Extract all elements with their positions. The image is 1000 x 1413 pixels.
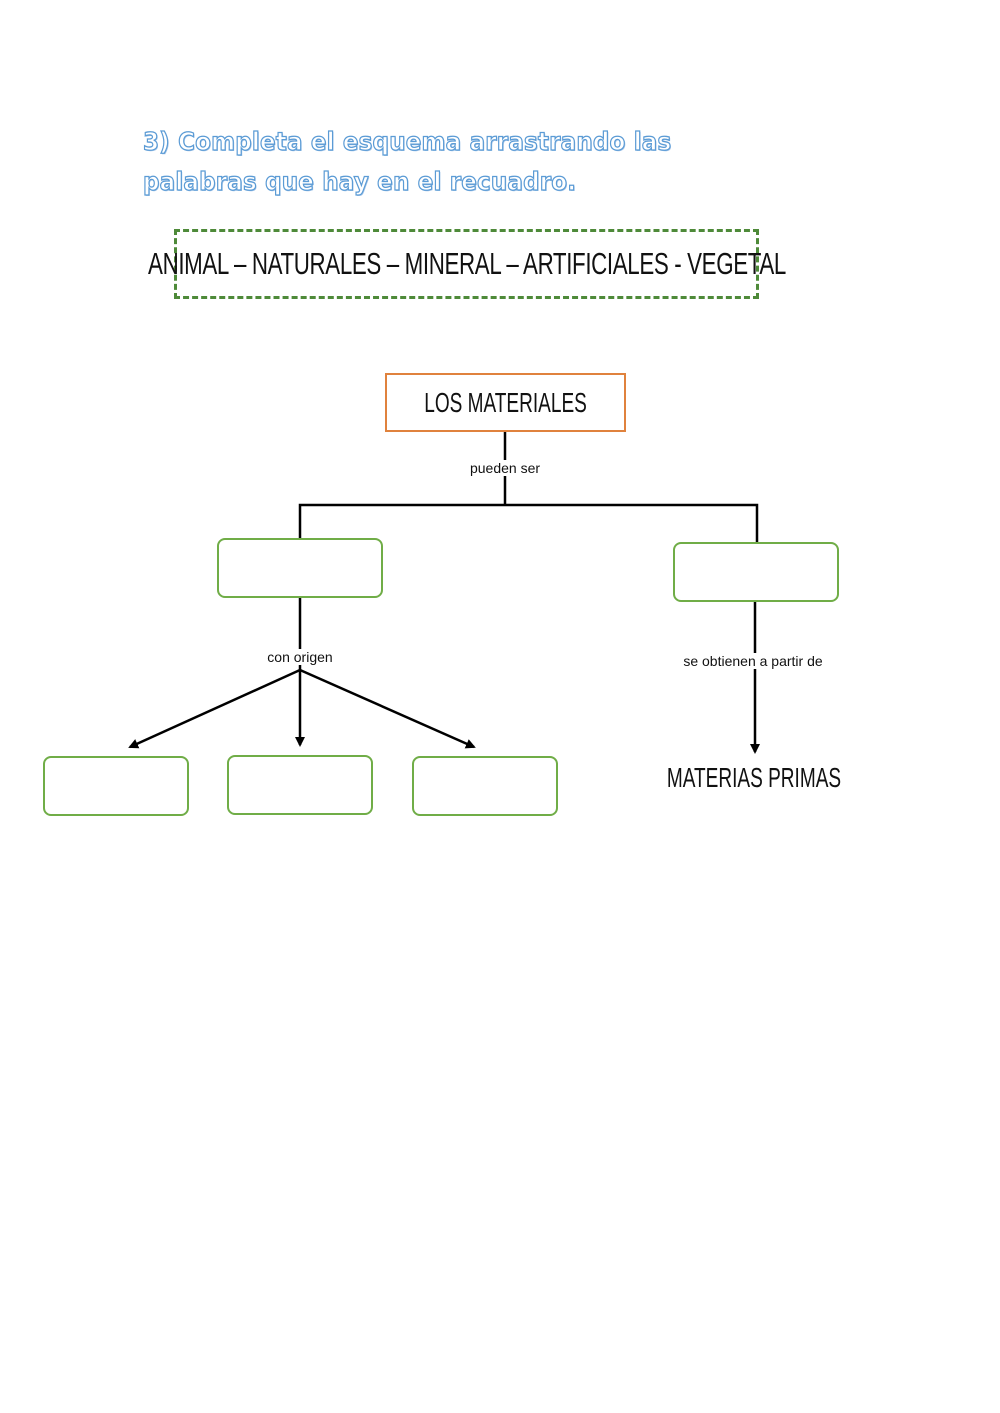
root-label: LOS MATERIALES (424, 386, 587, 418)
branch-connector (298, 503, 759, 542)
word-bank: ANIMAL – NATURALES – MINERAL – ARTIFICIA… (148, 229, 786, 299)
materias-primas-label: MATERIAS PRIMAS (666, 762, 842, 793)
drop-zone-origin-3[interactable] (412, 756, 558, 816)
arrow-origin-1 (128, 668, 301, 749)
arrow-origin-3 (299, 668, 476, 749)
link-label-con-origen: con origen (265, 649, 335, 665)
link-label-pueden-ser: pueden ser (467, 460, 543, 476)
link-label-se-obtienen: se obtienen a partir de (681, 653, 825, 669)
root-node: LOS MATERIALES (385, 373, 626, 432)
drop-zone-naturales[interactable] (217, 538, 383, 598)
instruction-text: 3) Completa el esquema arrastrando las p… (142, 126, 672, 196)
drop-zone-origin-2[interactable] (227, 755, 373, 815)
drop-zone-origin-1[interactable] (43, 756, 189, 816)
drop-zone-artificiales[interactable] (673, 542, 839, 602)
word-bank-words[interactable]: ANIMAL – NATURALES – MINERAL – ARTIFICIA… (147, 246, 786, 281)
